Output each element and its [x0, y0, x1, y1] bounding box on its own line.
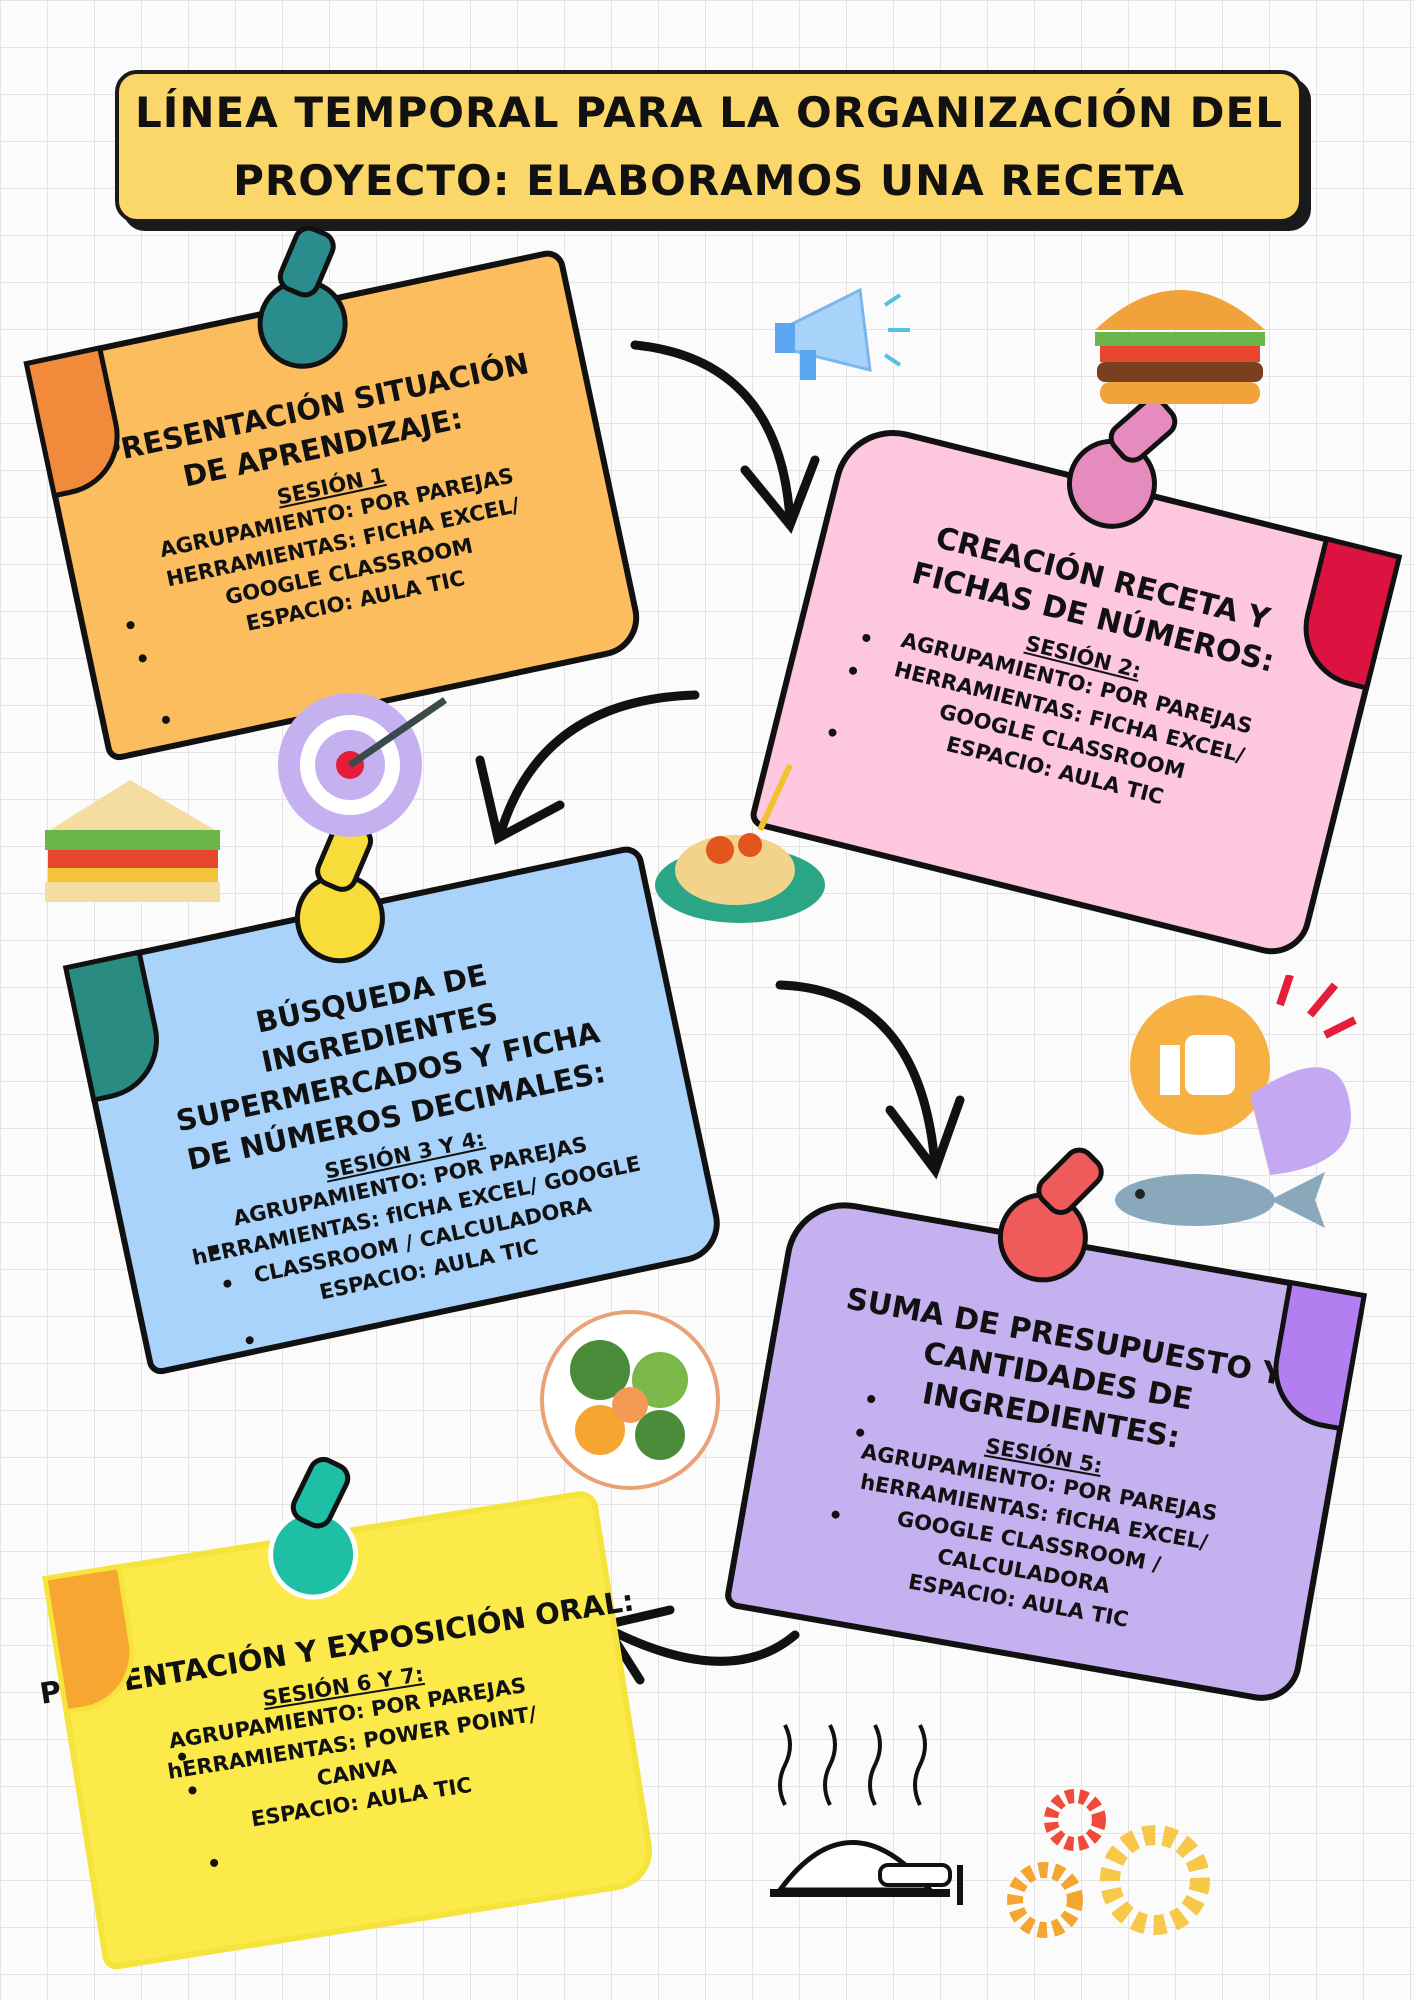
title-banner: LÍNEA TEMPORAL PARA LA ORGANIZACIÓN DEL …: [115, 70, 1303, 223]
arrow-3: [775, 980, 940, 1170]
bullet: [848, 665, 858, 676]
bullet: [827, 727, 838, 738]
cloche-icon: [770, 1724, 963, 1905]
title-line-2: PROYECTO: ELABORAMOS UNA RECETA: [233, 155, 1185, 205]
gears-icon: [1007, 1789, 1210, 1938]
salad-icon: [540, 1310, 720, 1490]
target-icon: [278, 693, 447, 837]
arrow-2: [495, 690, 700, 840]
arrow-1: [630, 340, 795, 525]
bullet: [244, 1335, 255, 1345]
sandwich-icon: [45, 780, 220, 902]
bullet: [161, 715, 171, 725]
bullet: [861, 633, 872, 643]
bullet: [222, 1278, 233, 1289]
bullet: [209, 1858, 219, 1868]
bullet: [125, 620, 136, 630]
burger-icon: [1095, 290, 1265, 404]
fish-icon: [1115, 1172, 1325, 1228]
pasta-icon: [655, 763, 825, 923]
title-line-1: LÍNEA TEMPORAL PARA LA ORGANIZACIÓN DEL: [134, 87, 1283, 137]
bullet: [137, 653, 148, 664]
arrow-4: [605, 1625, 800, 1666]
megaphone-icon: [775, 287, 910, 380]
bullet: [830, 1509, 841, 1520]
arrow-2-head: [475, 755, 565, 845]
bullet: [187, 1785, 198, 1795]
arrow-3-head: [885, 1095, 965, 1180]
like-bubble-icon: [1130, 975, 1357, 1175]
arrow-1-head: [740, 455, 820, 534]
